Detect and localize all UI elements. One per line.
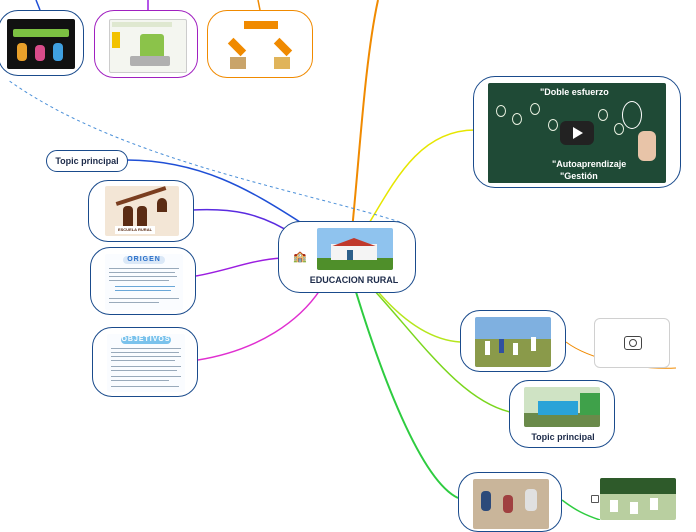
origen-document: ORIGEN [105, 254, 183, 310]
escuela-rural-card[interactable]: ESCUELA RURAL [88, 180, 194, 242]
central-title: EDUCACION RURAL [309, 275, 399, 285]
classroom-image [7, 19, 75, 69]
school-activity-image [109, 19, 187, 73]
camera-icon [624, 336, 642, 350]
central-node[interactable]: 🏫 EDUCACION RURAL [278, 221, 416, 293]
video-caption-mid: "Autoaprendizaje [552, 159, 627, 169]
rural-school-image [317, 228, 393, 270]
link-yellow [367, 129, 476, 226]
objetivos-card[interactable]: OBJETIVOS [92, 327, 198, 397]
video-caption-bottom: "Gestión [560, 171, 598, 181]
link-green-light [371, 287, 511, 413]
group-photo-image [524, 387, 600, 427]
video-card[interactable]: "Doble esfuerzo "Autoaprendizaje "Gestió… [473, 76, 681, 188]
link-blue [125, 159, 301, 223]
topic-principal-left[interactable]: Topic principal [46, 150, 128, 172]
origen-title: ORIGEN [127, 256, 161, 263]
link-green [355, 291, 459, 499]
topic-label: Topic principal [55, 156, 119, 166]
objetivos-title: OBJETIVOS [121, 336, 171, 343]
top-card-3[interactable] [207, 10, 313, 78]
link-green-sub [561, 499, 601, 520]
sub-node-marker[interactable] [591, 495, 599, 503]
link-magenta [197, 289, 321, 361]
field-activity-image [475, 317, 551, 367]
play-icon [573, 127, 583, 139]
classroom-photo-card[interactable] [458, 472, 562, 532]
link-lime [369, 281, 461, 343]
diagram-image [222, 17, 300, 73]
video-caption-top: "Doble esfuerzo [540, 87, 609, 97]
link-purple [195, 257, 283, 277]
link-orange [351, 0, 379, 231]
link-top-1 [35, 0, 41, 11]
origen-card[interactable]: ORIGEN [90, 247, 196, 315]
link-dashed [7, 79, 401, 223]
outdoor-photo-image[interactable] [600, 478, 676, 520]
topic-principal-right-card[interactable]: Topic principal [509, 380, 615, 448]
classroom-photo-image [473, 479, 549, 529]
topic-label-right: Topic principal [531, 432, 595, 442]
top-card-2[interactable] [94, 10, 198, 78]
escuela-sign-label: ESCUELA RURAL [117, 227, 153, 232]
link-top-3 [257, 0, 261, 11]
video-thumbnail[interactable]: "Doble esfuerzo "Autoaprendizaje "Gestió… [488, 83, 666, 183]
school-icon: 🏫 [293, 251, 307, 263]
escuela-rural-image: ESCUELA RURAL [105, 186, 179, 236]
top-card-1[interactable] [0, 10, 84, 76]
field-activity-card[interactable] [460, 310, 566, 372]
camera-placeholder[interactable] [594, 318, 670, 368]
play-button[interactable] [560, 121, 594, 145]
objetivos-document: OBJETIVOS [107, 334, 185, 392]
